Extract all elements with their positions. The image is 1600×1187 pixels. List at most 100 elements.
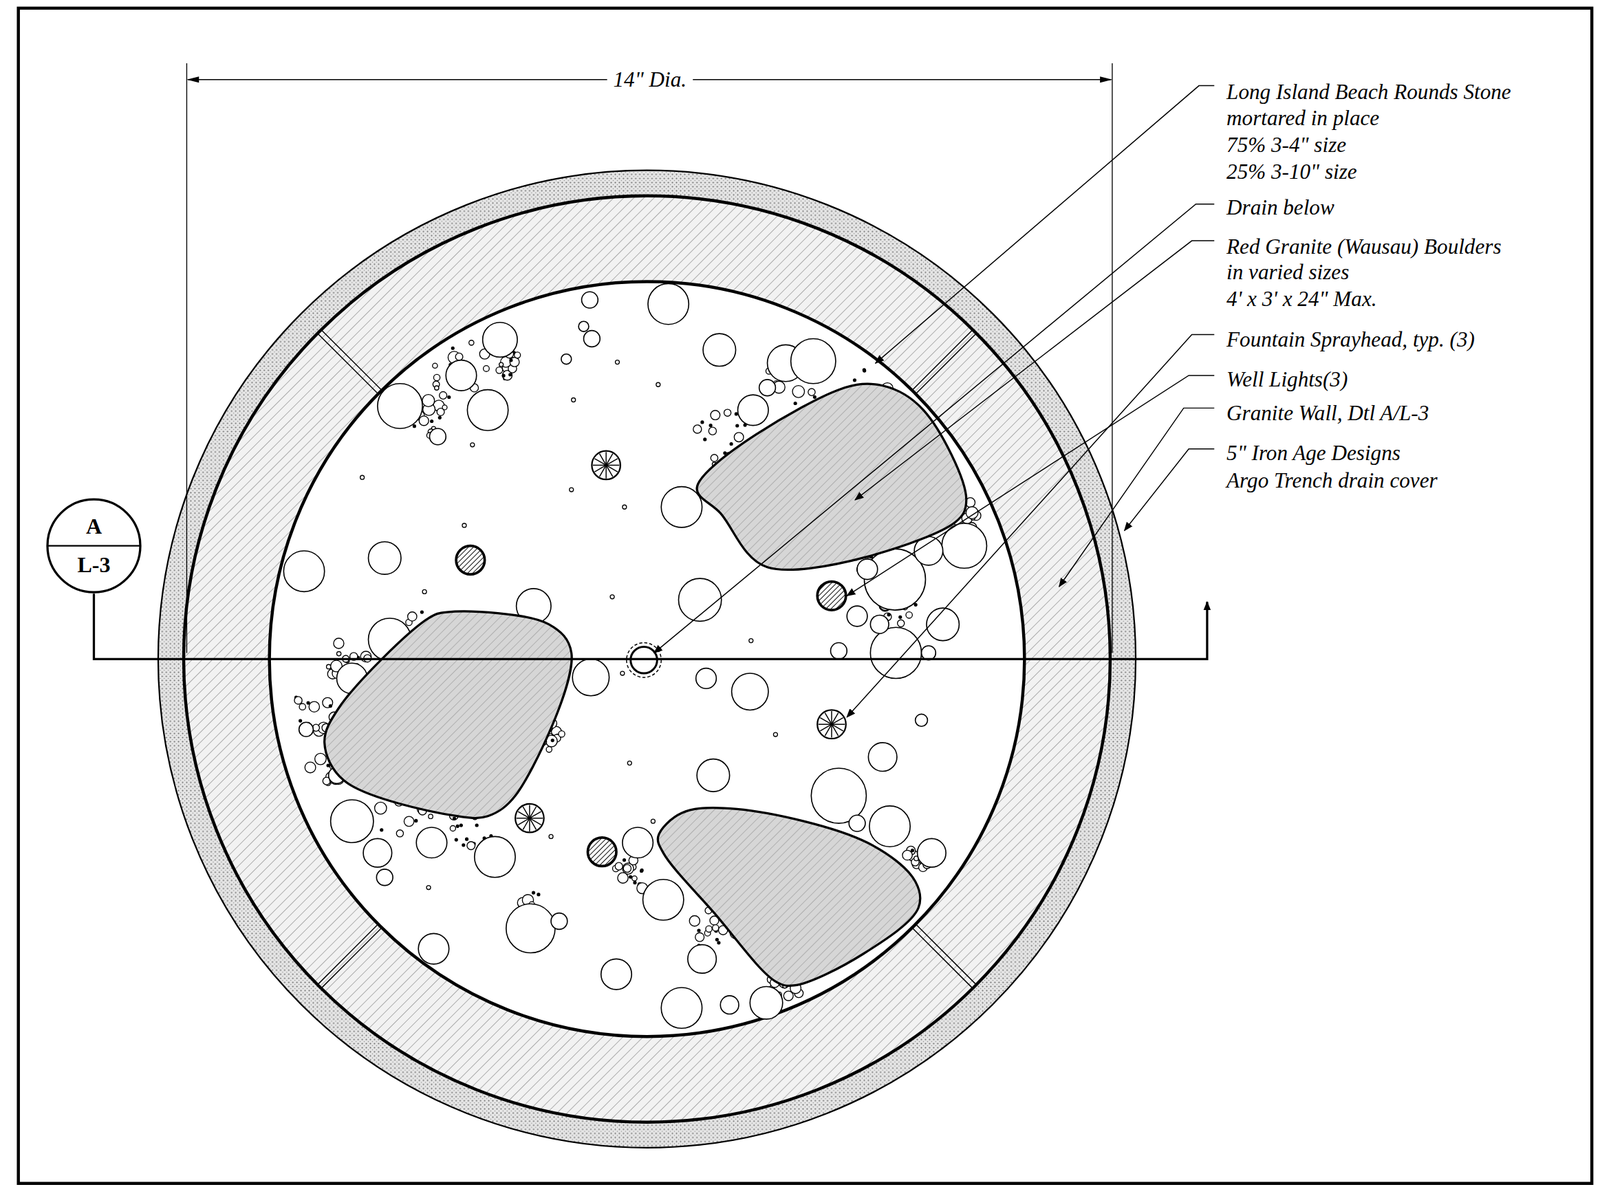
gravel bbox=[773, 732, 778, 737]
stone bbox=[870, 615, 889, 635]
leader-line bbox=[875, 85, 1215, 364]
gravel bbox=[360, 475, 365, 480]
stone bbox=[643, 879, 684, 921]
pebble bbox=[414, 819, 418, 823]
pebble bbox=[793, 402, 797, 406]
pebble bbox=[304, 762, 316, 774]
stone bbox=[848, 815, 866, 832]
pebble bbox=[724, 409, 732, 417]
pebble bbox=[333, 638, 344, 649]
pebble bbox=[710, 410, 721, 421]
pebble bbox=[467, 841, 476, 851]
sheet-number: L-3 bbox=[46, 552, 142, 580]
well-light bbox=[587, 837, 617, 867]
pebble bbox=[447, 396, 451, 399]
pebble bbox=[380, 828, 384, 832]
dimension bbox=[186, 63, 1112, 653]
pebble bbox=[434, 385, 439, 391]
material-note: 4' x 3' x 24" Max. bbox=[1226, 287, 1377, 311]
pebble bbox=[294, 696, 302, 705]
callout-note: Granite Wall, Dtl A/L-3 bbox=[1226, 401, 1429, 425]
leader-line bbox=[1124, 449, 1215, 532]
pebble bbox=[509, 357, 520, 367]
pebble bbox=[899, 615, 902, 619]
stone bbox=[926, 608, 959, 641]
pebbles bbox=[294, 340, 981, 1001]
stone bbox=[561, 354, 572, 365]
stone bbox=[467, 390, 508, 431]
stone bbox=[696, 759, 730, 792]
stone bbox=[418, 933, 450, 965]
pebble bbox=[396, 830, 404, 838]
stone bbox=[506, 903, 556, 953]
pebble bbox=[715, 938, 719, 942]
gravel bbox=[571, 398, 576, 403]
wall-joint bbox=[915, 333, 977, 395]
pebble bbox=[717, 941, 721, 945]
pebble bbox=[514, 352, 521, 359]
stone bbox=[846, 606, 868, 627]
beach-round-stones bbox=[283, 283, 987, 1029]
pebble bbox=[454, 838, 458, 842]
pebble bbox=[905, 612, 913, 619]
gravel bbox=[422, 589, 427, 594]
pebble bbox=[550, 739, 554, 743]
stone bbox=[870, 627, 922, 679]
pebble bbox=[708, 427, 717, 435]
callout-note: Argo Trench drain cover bbox=[1226, 469, 1438, 492]
pebble bbox=[783, 991, 794, 1001]
pebble bbox=[438, 416, 441, 419]
stone bbox=[377, 383, 423, 429]
well-lights bbox=[456, 546, 847, 867]
gravel bbox=[620, 671, 625, 676]
pebble bbox=[632, 876, 637, 882]
pebble bbox=[693, 425, 702, 434]
pebble bbox=[734, 412, 738, 416]
leader-line bbox=[1059, 407, 1215, 587]
stone bbox=[601, 958, 633, 990]
pebble bbox=[336, 651, 341, 656]
pebble bbox=[509, 359, 513, 362]
gravel bbox=[656, 382, 661, 387]
stone bbox=[869, 806, 911, 847]
pebble bbox=[902, 850, 913, 860]
pebble bbox=[306, 701, 310, 705]
pebble bbox=[712, 925, 719, 932]
pebble bbox=[326, 764, 330, 767]
stone bbox=[830, 643, 848, 660]
stone bbox=[703, 333, 736, 366]
wall-joint bbox=[317, 333, 379, 395]
pebble bbox=[462, 844, 466, 847]
gravel bbox=[569, 487, 574, 492]
stone bbox=[738, 394, 770, 426]
pebble bbox=[459, 824, 463, 827]
stone bbox=[687, 945, 717, 975]
material-note: 25% 3-10" size bbox=[1226, 160, 1358, 183]
callout-note: Well Lights(3) bbox=[1226, 368, 1348, 392]
wall-joint bbox=[915, 924, 977, 986]
stone bbox=[917, 838, 947, 868]
pebble bbox=[475, 824, 479, 827]
pebble bbox=[455, 352, 463, 361]
pebble bbox=[914, 603, 917, 607]
stone bbox=[429, 428, 447, 446]
pebble bbox=[403, 816, 414, 827]
stone bbox=[416, 827, 448, 859]
gravel bbox=[627, 761, 632, 766]
pebble bbox=[360, 651, 372, 663]
fountain-sprayhead bbox=[591, 451, 621, 481]
pebble bbox=[502, 374, 505, 377]
pebble bbox=[537, 893, 540, 897]
gravel bbox=[650, 819, 655, 824]
stone bbox=[759, 379, 776, 397]
pebble bbox=[509, 373, 512, 377]
pebble bbox=[689, 915, 700, 926]
pebble bbox=[633, 881, 637, 885]
stone bbox=[647, 283, 689, 324]
wall-joint bbox=[912, 927, 973, 989]
pebble bbox=[623, 864, 631, 873]
wall-joint bbox=[317, 924, 379, 986]
pebble bbox=[374, 802, 387, 814]
